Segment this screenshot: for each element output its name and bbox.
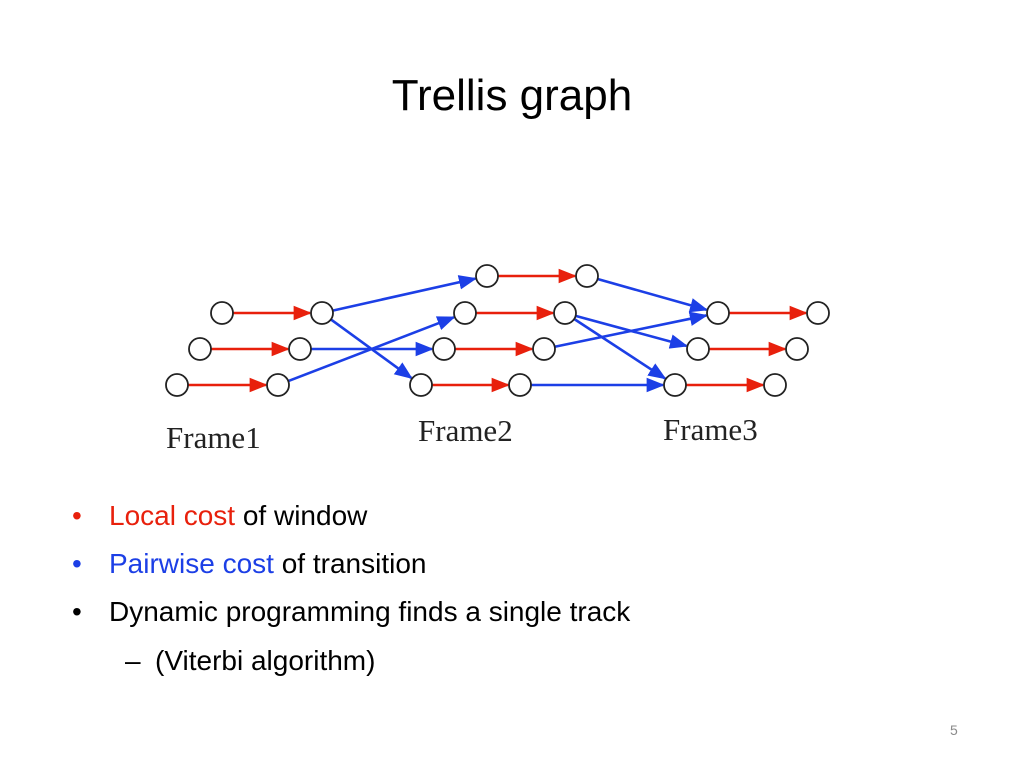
bullet-list: • Local cost of window • Pairwise cost of …	[72, 492, 630, 686]
window-node	[553, 301, 577, 325]
window-node	[532, 337, 556, 361]
window-node	[165, 373, 189, 397]
window-node	[763, 373, 787, 397]
window-node	[508, 373, 532, 397]
local-cost-edges	[188, 268, 808, 393]
window-node	[188, 337, 212, 361]
bullet-pairwise-cost: • Pairwise cost of transition	[72, 540, 630, 588]
window-node	[409, 373, 433, 397]
sub-bullet-viterbi: –(Viterbi algorithm)	[72, 636, 630, 686]
window-node	[432, 337, 456, 361]
pairwise-cost-edge	[287, 316, 456, 383]
bullet-marker: •	[72, 548, 82, 579]
window-node	[310, 301, 334, 325]
bullet-text: Dynamic programming finds a single track	[109, 596, 631, 627]
pairwise-cost-edge	[573, 317, 667, 380]
pairwise-cost-edge	[332, 275, 478, 312]
frame3-label: Frame3	[663, 412, 758, 447]
bullet-dynamic-programming: • Dynamic programming finds a single trac…	[72, 588, 630, 636]
bullet-text: of window	[235, 500, 368, 531]
pairwise-cost-edge	[597, 277, 709, 313]
page-number: 5	[950, 722, 958, 738]
bullet-highlight: Local cost	[109, 500, 236, 531]
window-node	[266, 373, 290, 397]
frame1-label: Frame1	[166, 420, 261, 455]
window-nodes	[165, 264, 830, 397]
window-node	[288, 337, 312, 361]
slide-title: Trellis graph	[391, 71, 633, 120]
window-node	[210, 301, 234, 325]
frame2-label: Frame2	[418, 413, 513, 448]
pairwise-cost-edge	[554, 311, 709, 349]
window-node	[663, 373, 687, 397]
sub-bullet-text: (Viterbi algorithm)	[155, 645, 376, 676]
bullet-marker: •	[72, 500, 82, 531]
bullet-local-cost: • Local cost of window	[72, 492, 630, 540]
window-node	[785, 337, 809, 361]
bullet-marker: •	[72, 596, 82, 627]
sub-bullet-marker: –	[125, 645, 141, 676]
window-node	[453, 301, 477, 325]
window-node	[806, 301, 830, 325]
window-node	[475, 264, 499, 288]
window-node	[706, 301, 730, 325]
window-node	[686, 337, 710, 361]
bullet-highlight: Pairwise cost	[109, 548, 274, 579]
pairwise-cost-edges	[287, 275, 709, 393]
window-node	[575, 264, 599, 288]
bullet-text: of transition	[273, 548, 427, 579]
